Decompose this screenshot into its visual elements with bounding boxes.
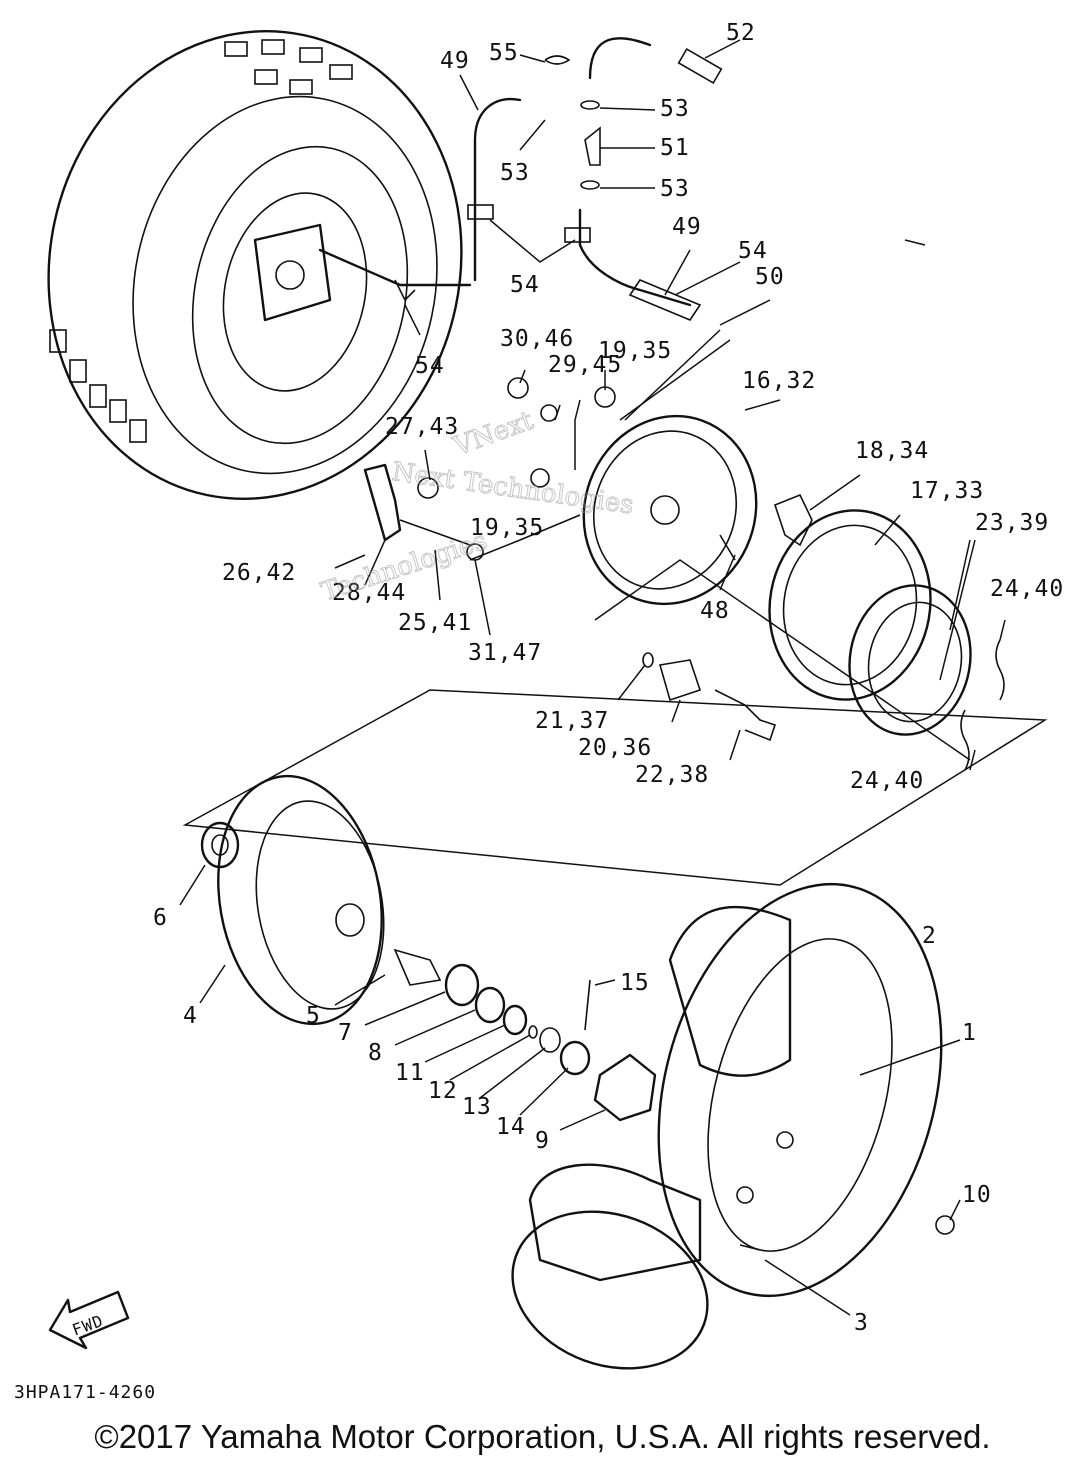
label-14: 14 [496, 1114, 526, 1140]
assembled-wheel [47, 30, 472, 500]
label-24-40-top: 24,40 [990, 576, 1064, 602]
fwd-label: FWD [70, 1311, 106, 1340]
leader-lines [179, 39, 1048, 1316]
label-49-top: 49 [440, 48, 470, 74]
label-5: 5 [306, 1003, 321, 1029]
label-19-35-top: 19,35 [598, 338, 672, 364]
label-52: 52 [726, 20, 756, 46]
label-9: 9 [535, 1128, 550, 1154]
label-28-44: 28,44 [332, 580, 406, 606]
label-11: 11 [395, 1060, 425, 1086]
label-3: 3 [854, 1310, 869, 1336]
label-53-c: 53 [660, 176, 690, 202]
copyright-footer: ©2017 Yamaha Motor Corporation, U.S.A. A… [94, 1418, 991, 1455]
label-18-34: 18,34 [855, 438, 929, 464]
label-21-37: 21,37 [535, 708, 609, 734]
watermark-line-1: VNext [449, 406, 538, 463]
label-20-36: 20,36 [578, 735, 652, 761]
part-labels: 52 55 49 53 51 53 53 49 54 54 50 54 30,4… [153, 20, 1064, 1336]
label-7: 7 [338, 1020, 353, 1046]
label-29-45: 29,45 [548, 352, 622, 378]
label-16-32: 16,32 [742, 368, 816, 394]
label-26-42: 26,42 [222, 560, 296, 586]
label-27-43: 27,43 [385, 414, 459, 440]
label-15: 15 [620, 970, 650, 996]
fwd-arrow: FWD [48, 1290, 130, 1350]
label-50: 50 [755, 264, 785, 290]
hub-assembly [200, 774, 657, 1122]
label-54-mid: 54 [510, 272, 540, 298]
label-31-47: 31,47 [468, 640, 542, 666]
label-24-40-bottom: 24,40 [850, 768, 924, 794]
diagram-code: 3HPA171-4260 [14, 1382, 157, 1403]
label-25-41: 25,41 [398, 610, 472, 636]
label-4: 4 [183, 1003, 198, 1029]
label-6: 6 [153, 905, 168, 931]
label-13: 13 [462, 1094, 492, 1120]
brake-hoses [467, 37, 723, 321]
label-10: 10 [962, 1182, 992, 1208]
label-23-39: 23,39 [975, 510, 1049, 536]
label-22-38: 22,38 [635, 762, 709, 788]
label-54-left: 54 [415, 353, 445, 379]
watermark: VNext Next Technologies Technologies [317, 405, 636, 608]
label-8: 8 [368, 1040, 383, 1066]
label-48: 48 [700, 598, 730, 624]
brake-assembly [363, 377, 1005, 771]
label-53-b: 53 [500, 160, 530, 186]
label-1: 1 [962, 1020, 977, 1046]
label-53-a: 53 [660, 96, 690, 122]
watermark-line-2: Next Technologies [390, 457, 635, 521]
label-19-35-mid: 19,35 [470, 515, 544, 541]
label-17-33: 17,33 [910, 478, 984, 504]
label-51: 51 [660, 135, 690, 161]
label-30-46: 30,46 [500, 326, 574, 352]
label-2: 2 [922, 923, 937, 949]
label-54-right: 54 [738, 238, 768, 264]
label-49-mid: 49 [672, 214, 702, 240]
label-12: 12 [428, 1078, 458, 1104]
split-wheel [511, 882, 955, 1370]
label-55: 55 [489, 40, 519, 66]
